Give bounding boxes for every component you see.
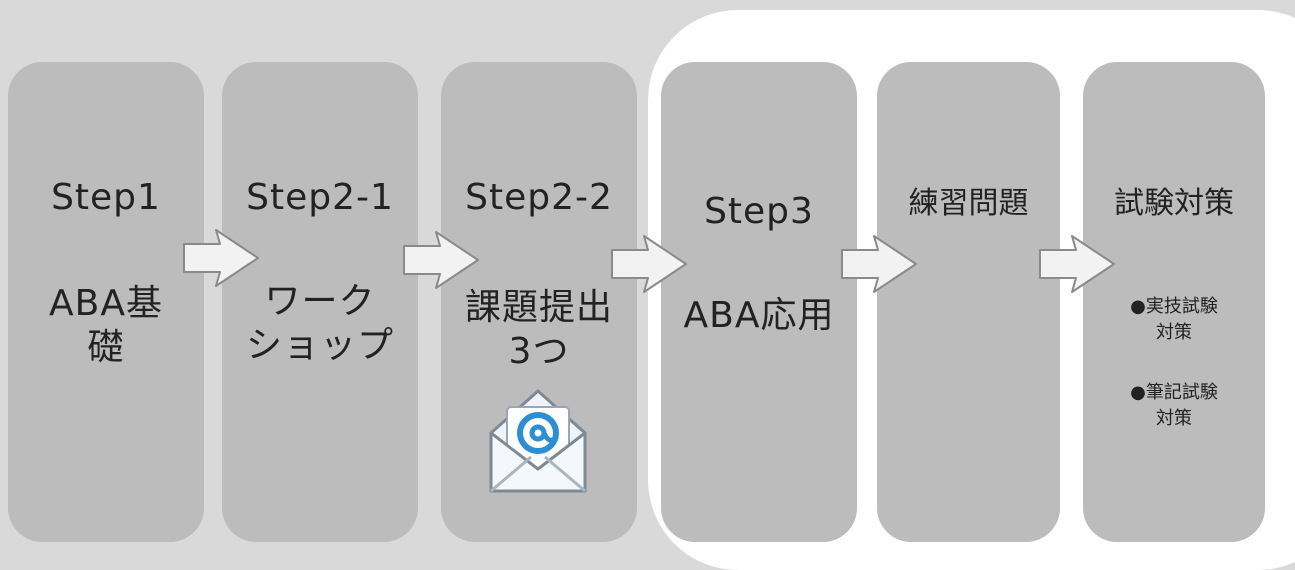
right-arrow-icon bbox=[611, 235, 687, 293]
step2-1-title: Step2-1 bbox=[246, 177, 394, 218]
step1-title: Step1 bbox=[51, 177, 161, 218]
step2-1-card: Step2-1 ワーク ショップ bbox=[222, 62, 418, 542]
exam-card: 試験対策 ●実技試験 対策 ●筆記試験 対策 bbox=[1083, 62, 1265, 542]
step3-body: ABA応用 bbox=[683, 295, 835, 336]
step3-card: Step3 ABA応用 bbox=[661, 62, 857, 542]
step1-body: ABA基 礎 bbox=[49, 283, 163, 368]
right-arrow-icon bbox=[841, 235, 917, 293]
step3-title: Step3 bbox=[704, 191, 814, 232]
right-arrow-icon bbox=[1039, 235, 1115, 293]
practice-title: 練習問題 bbox=[908, 186, 1029, 221]
step2-2-title: Step2-2 bbox=[465, 177, 613, 218]
step1-card: Step1 ABA基 礎 bbox=[8, 62, 204, 542]
step2-2-card: Step2-2 課題提出 3つ bbox=[441, 62, 637, 542]
step2-2-body: 課題提出 3つ bbox=[464, 287, 613, 372]
step2-1-body: ワーク ショップ bbox=[245, 281, 394, 366]
right-arrow-icon bbox=[403, 231, 479, 289]
exam-bullet-written: ●筆記試験 対策 bbox=[1130, 382, 1218, 429]
exam-title: 試験対策 bbox=[1114, 186, 1234, 221]
right-arrow-icon bbox=[183, 229, 259, 287]
practice-card: 練習問題 bbox=[877, 62, 1060, 542]
exam-bullet-practical: ●実技試験 対策 bbox=[1130, 296, 1218, 343]
envelope-at-icon bbox=[489, 389, 587, 493]
